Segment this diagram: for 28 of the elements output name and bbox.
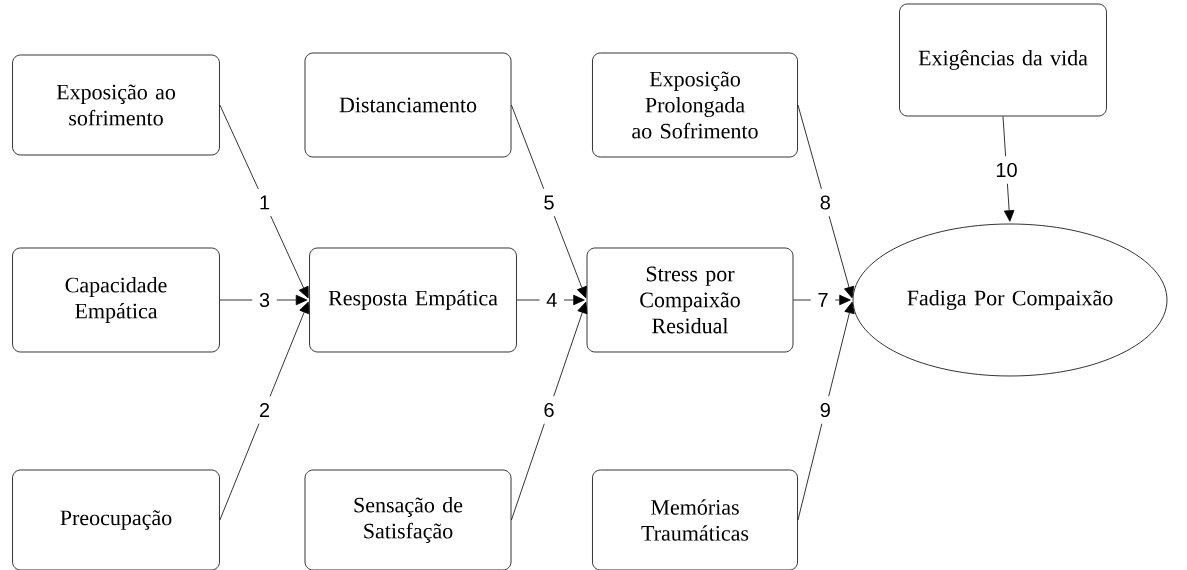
arrow	[797, 104, 855, 299]
rounded-box: Distanciamento	[304, 52, 512, 158]
arrow	[797, 301, 855, 521]
rounded-box: Resposta Empática	[309, 247, 517, 353]
edge-label: 4	[539, 286, 564, 314]
rounded-box: Memórias Traumáticas	[592, 469, 798, 570]
edge-label: 3	[252, 286, 277, 314]
edge-label: 1	[252, 188, 277, 217]
rounded-box: Exposição Prolongada ao Sofrimento	[592, 52, 798, 158]
edge-label: 7	[810, 286, 836, 314]
arrow	[511, 301, 588, 521]
rounded-box: Capacidade Empática	[12, 247, 220, 353]
rounded-box: Exposição ao sofrimento	[12, 54, 220, 156]
rounded-box: Sensação de Satisfação	[304, 469, 512, 570]
edge-label: 9	[813, 396, 838, 424]
edge-label: 10	[988, 156, 1025, 184]
edge-label: 6	[536, 396, 562, 424]
rounded-box: Exigências da vida	[899, 3, 1107, 117]
arrow	[219, 104, 309, 299]
arrow	[219, 301, 310, 521]
edge-label: 8	[813, 188, 838, 217]
rounded-box: Preocupação	[12, 469, 220, 570]
arrow	[511, 104, 587, 299]
oval-node: Fadiga Por Compaixão	[852, 223, 1168, 377]
edge-label: 2	[252, 396, 277, 424]
arrow	[1002, 116, 1015, 222]
rounded-box: Stress por Compaixão Residual	[586, 247, 794, 353]
edge-label: 5	[536, 188, 562, 217]
